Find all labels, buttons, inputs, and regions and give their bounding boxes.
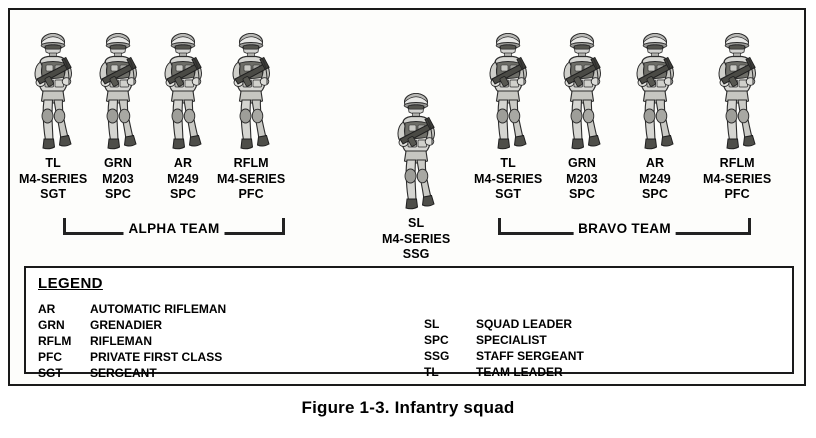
legend-row: SL SQUAD LEADER <box>424 316 584 332</box>
legend-abbreviation: SSG <box>424 349 450 363</box>
soldier-icon <box>232 32 271 150</box>
legend-description: SPECIALIST <box>476 333 547 347</box>
legend-row: SSG STAFF SERGEANT <box>424 348 584 364</box>
legend-row: PFC PRIVATE FIRST CLASS <box>38 349 226 365</box>
legend-title: LEGEND <box>38 275 103 292</box>
soldier-role: RFLM <box>233 156 269 170</box>
soldier-weapon: M4-SERIES <box>703 171 772 186</box>
soldier-icon <box>397 92 436 210</box>
soldier-icon <box>718 32 757 150</box>
legend-description: PRIVATE FIRST CLASS <box>90 350 223 364</box>
soldier-icon <box>636 32 675 150</box>
legend-column-left: AR AUTOMATIC RIFLEMAN GRN GRENADIER RFLM RIFL… <box>38 301 226 381</box>
legend-description: SQUAD LEADER <box>476 317 573 331</box>
soldier-rank: SPC <box>568 187 595 201</box>
soldier-weapon: M249 <box>167 171 199 186</box>
soldier-role: GRN <box>103 156 133 170</box>
soldier-rank: PFC <box>724 187 750 201</box>
soldier-role: TL <box>45 156 61 170</box>
soldier-rank: SSG <box>402 247 430 261</box>
soldier-icon <box>99 32 138 150</box>
legend-abbreviation: SGT <box>38 366 63 380</box>
legend-abbreviation: TL <box>424 365 439 379</box>
soldier-icon <box>34 32 73 150</box>
soldier-role: RFLM <box>719 156 755 170</box>
legend-abbreviation: PFC <box>38 350 62 364</box>
soldier-rank: SPC <box>104 187 131 201</box>
soldier-weapon: M4-SERIES <box>217 171 286 186</box>
soldier-role: AR <box>645 156 665 170</box>
soldier-rank: SGT <box>40 187 67 201</box>
bracket-stub-left <box>498 218 501 235</box>
soldier-role: GRN <box>567 156 597 170</box>
legend-row: SGT SERGEANT <box>38 365 226 381</box>
soldier-weapon: M4-SERIES <box>19 171 88 186</box>
soldier-rank: SPC <box>169 187 196 201</box>
team-label: BRAVO TEAM <box>573 221 676 236</box>
legend-row: SPC SPECIALIST <box>424 332 584 348</box>
legend-description: STAFF SERGEANT <box>476 349 584 363</box>
team-label: ALPHA TEAM <box>123 221 225 236</box>
soldier-role: TL <box>500 156 516 170</box>
soldier-rank: PFC <box>238 187 264 201</box>
soldier-weapon: M4-SERIES <box>382 231 451 246</box>
legend-abbreviation: SL <box>424 317 440 331</box>
bracket-stub-right <box>282 218 285 235</box>
legend-description: RIFLEMAN <box>90 334 152 348</box>
team-bracket-alpha: ALPHA TEAM <box>63 216 285 238</box>
soldier-weapon: M4-SERIES <box>474 171 543 186</box>
team-bracket-bravo: BRAVO TEAM <box>498 216 751 238</box>
legend-row: AR AUTOMATIC RIFLEMAN <box>38 301 226 317</box>
soldier-icon <box>164 32 203 150</box>
soldier-weapon: M249 <box>639 171 671 186</box>
legend-description: SERGEANT <box>90 366 157 380</box>
legend-abbreviation: SPC <box>424 333 449 347</box>
figure-caption: Figure 1-3. Infantry squad <box>301 398 515 417</box>
soldier-rank: SPC <box>641 187 668 201</box>
soldier-weapon: M203 <box>566 171 598 186</box>
legend-column-right: SL SQUAD LEADER SPC SPECIALIST SSG STAFF SERG… <box>424 316 584 380</box>
legend-description: TEAM LEADER <box>476 365 563 379</box>
soldier-role: AR <box>173 156 193 170</box>
legend-row: RFLM RIFLEMAN <box>38 333 226 349</box>
legend-abbreviation: GRN <box>38 318 65 332</box>
bracket-stub-left <box>63 218 66 235</box>
legend-abbreviation: AR <box>38 302 56 316</box>
legend-description: AUTOMATIC RIFLEMAN <box>90 302 227 316</box>
soldier-icon <box>489 32 528 150</box>
soldier-role: SL <box>408 216 425 230</box>
bracket-stub-right <box>748 218 751 235</box>
soldier-rank: SGT <box>495 187 522 201</box>
soldier-weapon: M203 <box>102 171 134 186</box>
soldier-icon <box>563 32 602 150</box>
legend-description: GRENADIER <box>90 318 163 332</box>
legend-row: TL TEAM LEADER <box>424 364 584 380</box>
legend-abbreviation: RFLM <box>38 334 72 348</box>
legend-row: GRN GRENADIER <box>38 317 226 333</box>
